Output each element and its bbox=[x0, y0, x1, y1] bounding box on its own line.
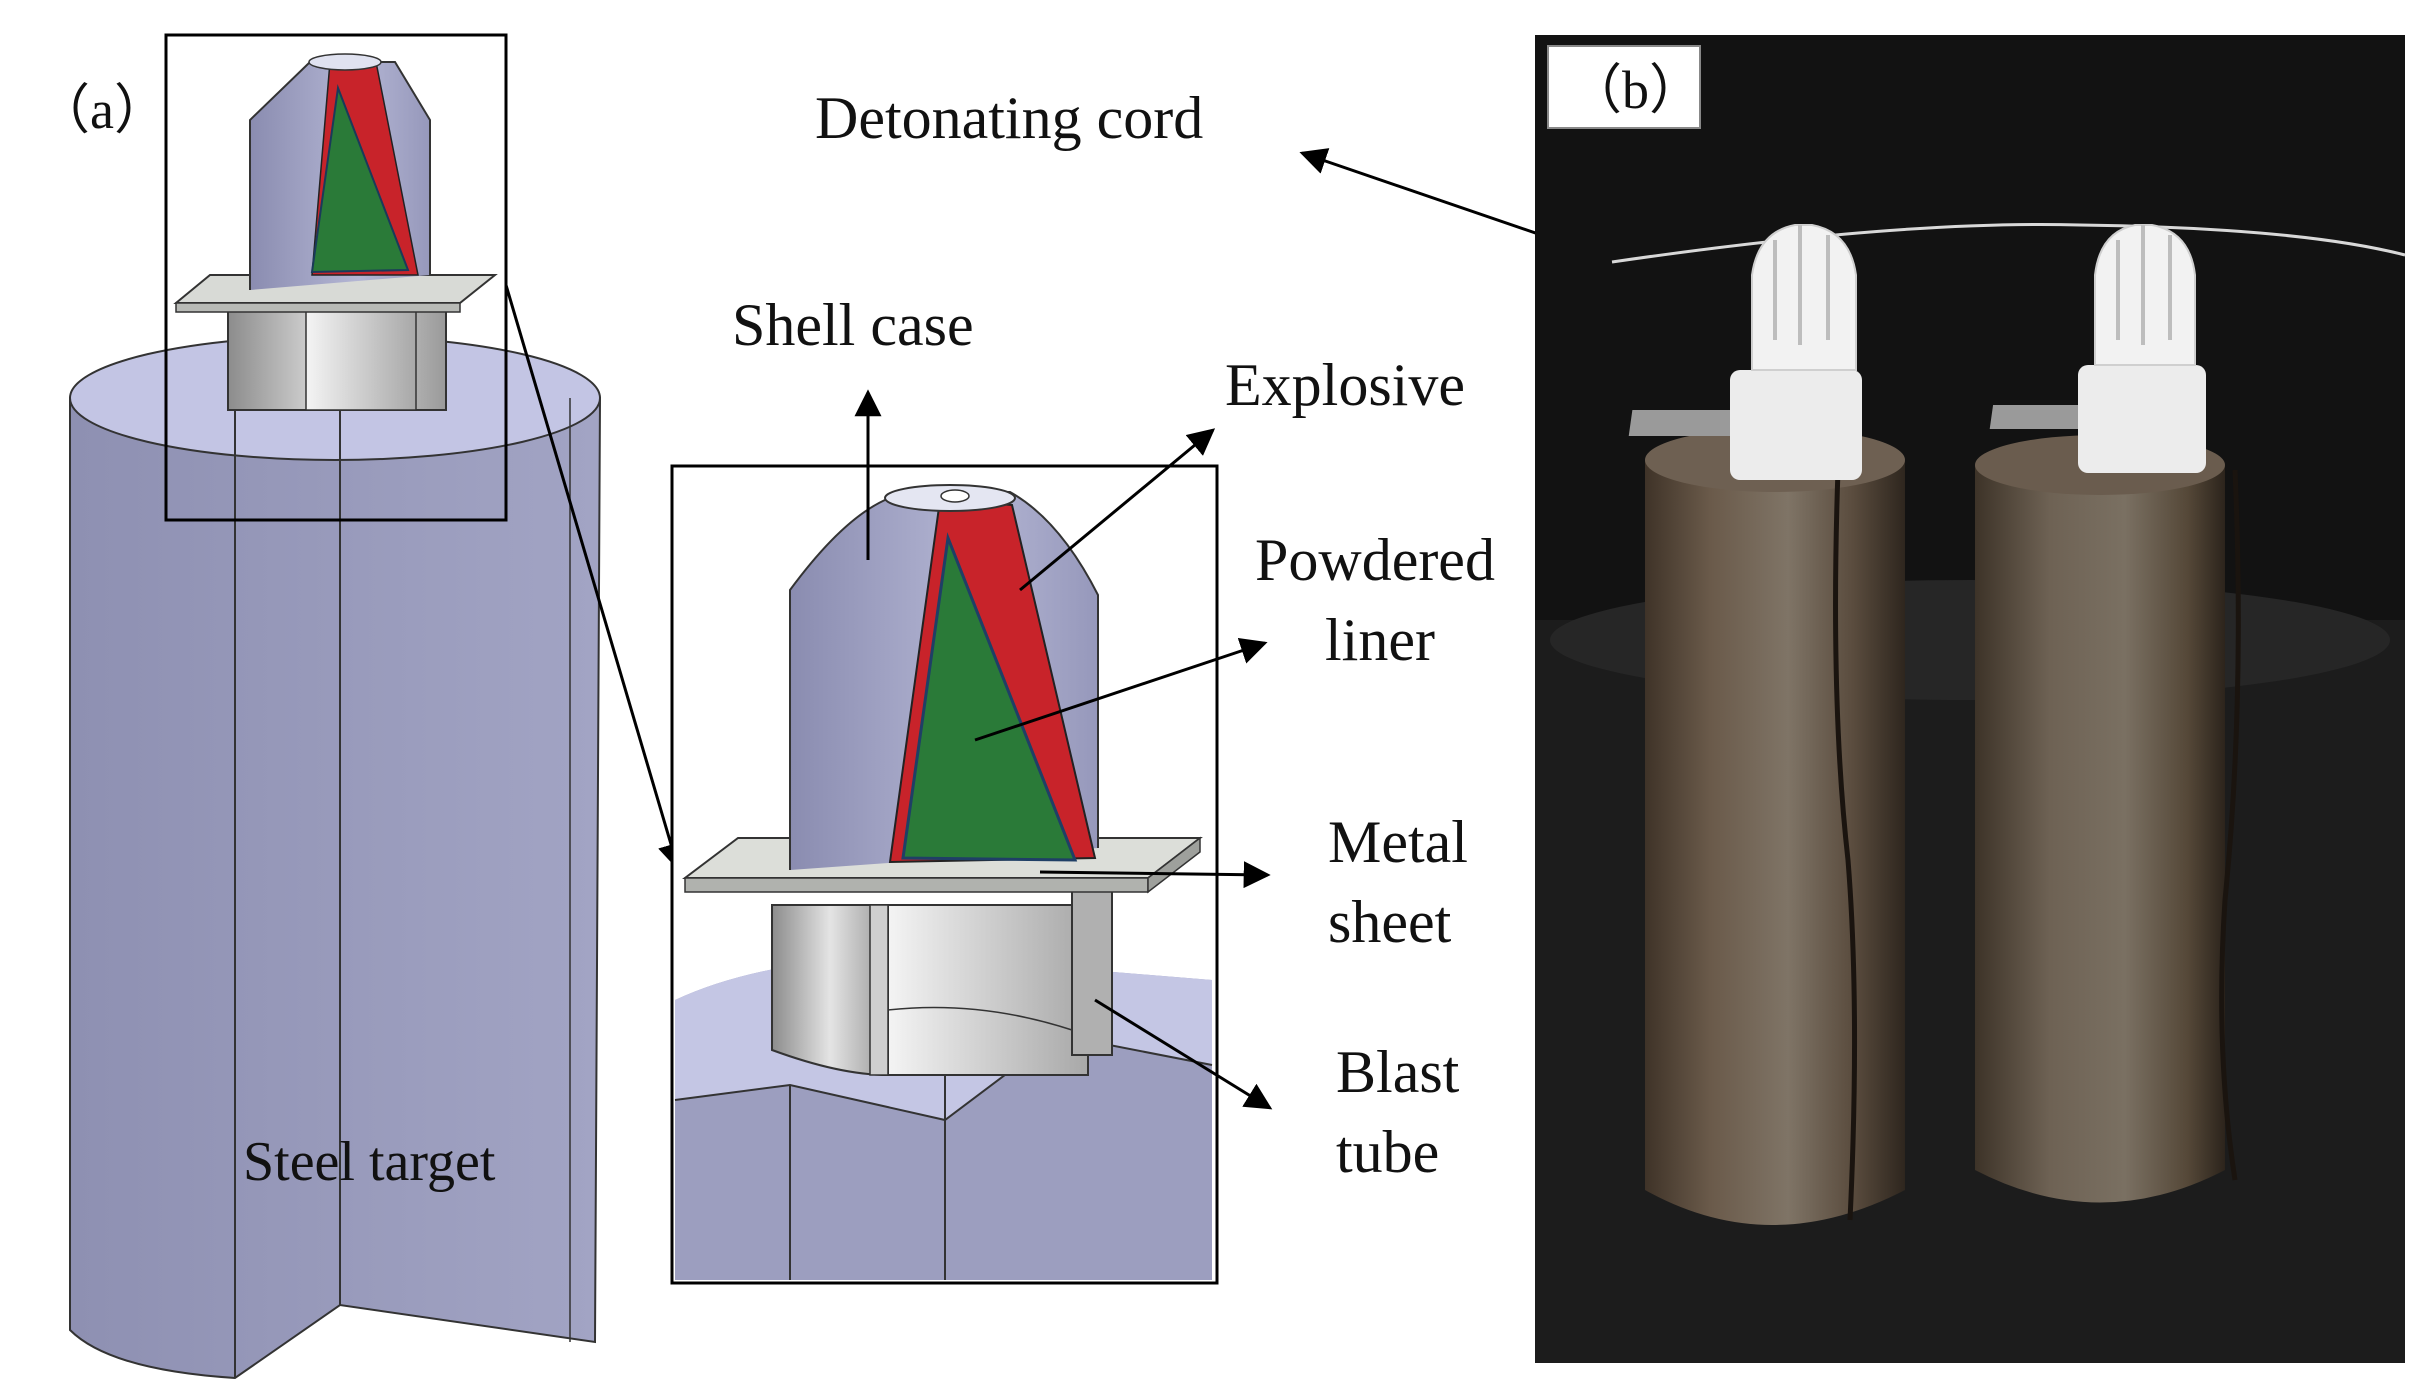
panel-a-tag: （a） bbox=[36, 80, 168, 140]
explosive-arrow bbox=[1019, 428, 1216, 592]
steel-rod-left bbox=[1628, 224, 1905, 1225]
detonating-cord-label: Detonating cord bbox=[815, 85, 1203, 151]
explosive-label: Explosive bbox=[1225, 352, 1465, 418]
shell-case-label: Shell case bbox=[732, 292, 974, 358]
panel-b-tag-box bbox=[1547, 45, 1701, 129]
callouts: Shell case Explosive Powdered liner Meta… bbox=[732, 85, 1621, 1185]
panel-b-tag: （b） bbox=[1568, 60, 1703, 120]
metal-sheet-arrow bbox=[1039, 861, 1271, 889]
blast-tube-arrow bbox=[1094, 998, 1273, 1110]
blast-tube-small bbox=[227, 299, 447, 411]
shell-case-small bbox=[249, 53, 431, 290]
blast-label-1: Blast bbox=[1336, 1039, 1460, 1105]
zoom-frame-small bbox=[164, 33, 508, 522]
panel-b-photo: （b） bbox=[1535, 35, 2406, 1363]
steel-rod-right bbox=[1975, 224, 2241, 1203]
metal-label-1: Metal bbox=[1328, 809, 1468, 875]
blast-label-2: tube bbox=[1336, 1119, 1439, 1185]
steel-target bbox=[69, 335, 602, 1380]
panel-a: （a） Steel target bbox=[36, 33, 685, 1380]
powdered-liner-arrow bbox=[974, 637, 1268, 742]
steel-target-label: Steel target bbox=[243, 1131, 496, 1193]
metal-label-2: sheet bbox=[1328, 889, 1452, 955]
blast-tube-large bbox=[771, 879, 1113, 1077]
powdered-label-2: liner bbox=[1325, 607, 1435, 673]
shell-case-large bbox=[789, 484, 1099, 870]
powdered-label-1: Powdered bbox=[1255, 527, 1495, 593]
